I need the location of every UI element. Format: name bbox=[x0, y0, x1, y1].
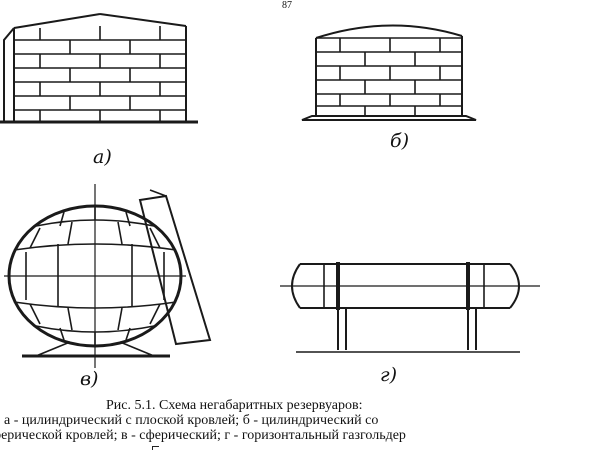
label-a: a) bbox=[93, 146, 112, 168]
caption-line-1: а - цилиндрический с плоской кровлей; б … bbox=[4, 413, 379, 428]
page-number: 87 bbox=[282, 0, 292, 11]
tank-g-horizontal-gasholder bbox=[280, 262, 540, 353]
page-corner-mark bbox=[152, 446, 159, 450]
tank-a-cylindrical-flat-roof bbox=[0, 13, 198, 124]
tank-v-spherical bbox=[4, 184, 212, 368]
figure-caption: Рис. 5.1. Схема негабаритных резервуаров… bbox=[0, 398, 610, 443]
tank-b-cylindrical-spherical-roof bbox=[301, 24, 477, 121]
label-g: г) bbox=[380, 364, 398, 386]
label-v: в) bbox=[80, 368, 99, 390]
label-b: б) bbox=[390, 130, 410, 152]
caption-title: Рис. 5.1. Схема негабаритных резервуаров… bbox=[106, 398, 363, 413]
caption-line-2: ферической кровлей; в - сферический; г -… bbox=[0, 428, 406, 443]
